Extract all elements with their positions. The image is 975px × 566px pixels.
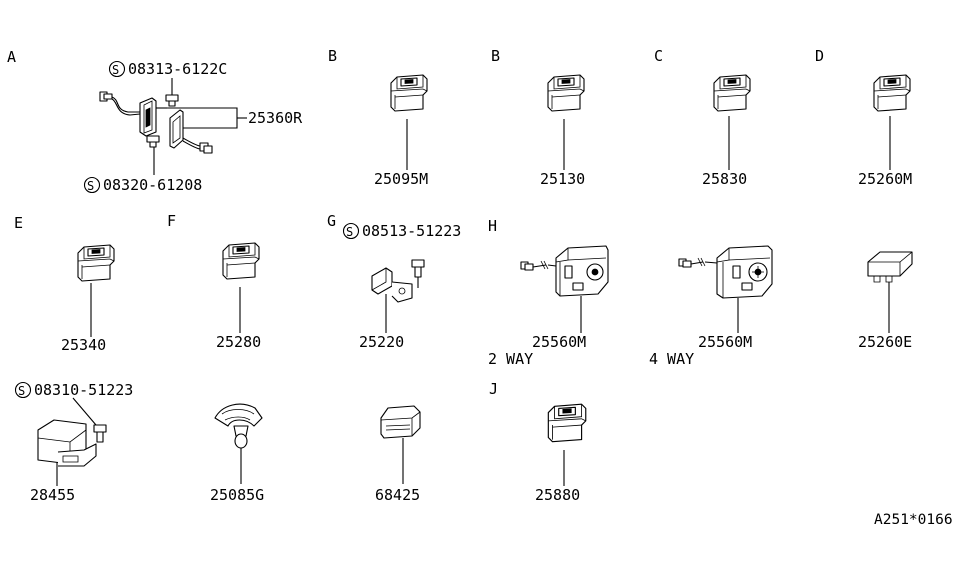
section-label-d: D xyxy=(815,47,824,65)
variant-label-2-way: 2 WAY xyxy=(488,350,533,368)
part-number-25220: 25220 xyxy=(359,333,404,351)
switch-25095m: 25095M xyxy=(374,74,428,188)
section-label-f: F xyxy=(167,212,176,230)
section-label-b: B xyxy=(328,47,337,65)
part-number-25880: 25880 xyxy=(535,486,580,504)
variant-label-4-way: 4 WAY xyxy=(649,350,694,368)
section-label-g: G xyxy=(327,212,336,230)
screw-icon-3 xyxy=(411,259,425,278)
clip-25085g: 25085G xyxy=(210,403,264,504)
screw-symbol-4: S xyxy=(18,384,25,398)
cover-68425: 68425 xyxy=(375,405,421,504)
switch-25260m: 25260M xyxy=(858,74,912,188)
section-a-assembly: S 08313-6122C xyxy=(83,60,303,194)
part-number-25360r: 25360R xyxy=(248,109,303,127)
switch-25280: 25280 xyxy=(216,242,261,351)
screw-part-number-2: 08320-61208 xyxy=(103,176,202,194)
section-label-e: E xyxy=(14,214,23,232)
section-label-h: H xyxy=(488,217,497,235)
section-g-assembly: S 08513-51223 25220 xyxy=(342,222,461,351)
screw-part-number-1: 08313-6122C xyxy=(128,60,227,78)
screw-callout-1: S 08313-6122C xyxy=(108,60,227,95)
part-number-25085g: 25085G xyxy=(210,486,264,504)
mirror-switch-2way: 25560M 2 WAY xyxy=(488,245,609,368)
part-number-25280: 25280 xyxy=(216,333,261,351)
screw-symbol-2: S xyxy=(87,179,94,193)
part-number-68425: 68425 xyxy=(375,486,420,504)
screw-part-number-3: 08513-51223 xyxy=(362,222,461,240)
part-number-25830: 25830 xyxy=(702,170,747,188)
switch-25130: 25130 xyxy=(540,74,585,188)
screw-symbol-1: S xyxy=(112,63,119,77)
screw-callout-4: S 08310-51223 xyxy=(14,381,133,426)
connector-harness-icon xyxy=(99,91,213,154)
screw-part-number-4: 08310-51223 xyxy=(34,381,133,399)
relay-28455: S 08310-51223 28455 xyxy=(14,381,133,504)
part-number-28455: 28455 xyxy=(30,486,75,504)
mirror-switch-4way: 25560M 4 WAY xyxy=(649,245,773,368)
screw-callout-3: S 08513-51223 xyxy=(342,222,461,240)
section-label-a: A xyxy=(7,48,16,66)
blank-cover-25260e: 25260E xyxy=(858,251,913,351)
screw-callout-2: S 08320-61208 xyxy=(83,176,202,194)
screw-icon-4 xyxy=(93,424,107,443)
switch-25340: 25340 xyxy=(61,244,115,354)
switch-25830: 25830 xyxy=(702,74,751,188)
screw-icon-2 xyxy=(146,135,160,148)
bracket-icon xyxy=(371,267,413,303)
part-number-25560m-2way: 25560M xyxy=(532,333,586,351)
switch-25880: 25880 xyxy=(535,403,587,504)
part-number-25130: 25130 xyxy=(540,170,585,188)
section-label-b-2: B xyxy=(491,47,500,65)
part-number-25260e: 25260E xyxy=(858,333,912,351)
part-number-25260m: 25260M xyxy=(858,170,912,188)
part-number-25095m: 25095M xyxy=(374,170,428,188)
section-label-c: C xyxy=(654,47,663,65)
diagram-reference-code: A251*0166 xyxy=(874,512,953,528)
screw-icon xyxy=(165,94,179,107)
screw-symbol-3: S xyxy=(346,225,353,239)
section-label-j: J xyxy=(489,380,498,398)
part-number-25560m-4way: 25560M xyxy=(698,333,752,351)
part-number-25340: 25340 xyxy=(61,336,106,354)
